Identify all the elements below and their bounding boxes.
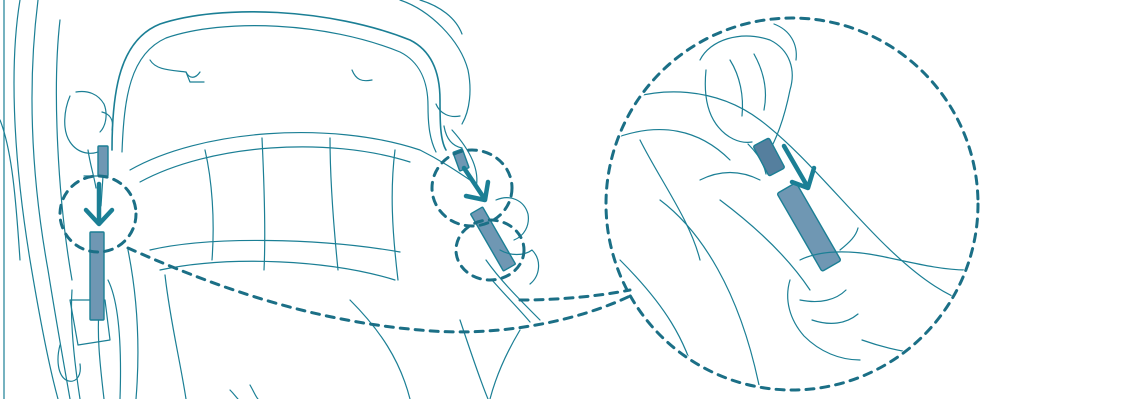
down-arrow-icon: [86, 184, 112, 224]
zoom-callout: [600, 18, 990, 399]
seat-shell: [0, 0, 138, 399]
right-buckle-receiver: [470, 207, 515, 271]
carry-handle: [112, 12, 446, 152]
callout-connector-lower: [128, 248, 630, 332]
left-strap-upper: [101, 176, 103, 206]
callout-connector-upper: [520, 290, 630, 300]
left-buckle-receiver: [90, 232, 104, 320]
left-buckle-tongue: [98, 146, 108, 176]
